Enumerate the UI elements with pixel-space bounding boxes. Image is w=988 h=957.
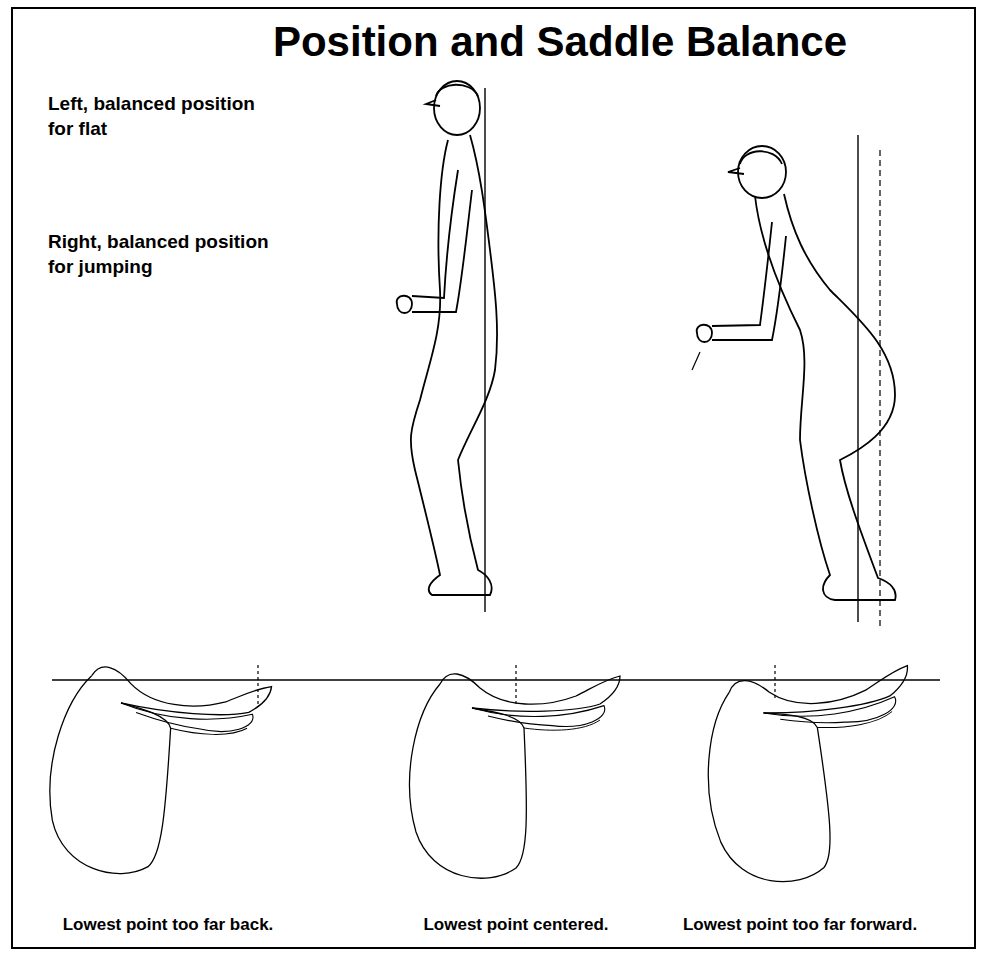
side-label: Right, balanced position for jumping bbox=[48, 230, 278, 279]
plumb-line bbox=[857, 135, 858, 622]
frame bbox=[12, 8, 975, 948]
side-label: Left, balanced position for flat bbox=[48, 92, 258, 141]
saddle bbox=[41, 662, 272, 887]
saddle bbox=[410, 674, 620, 878]
lowest-point-mark bbox=[258, 665, 775, 704]
plumb-line bbox=[879, 150, 880, 626]
flat-rider bbox=[397, 81, 497, 595]
caption-label: Lowest point too far back. bbox=[63, 915, 274, 935]
level-line bbox=[52, 679, 940, 680]
plumb-line bbox=[484, 88, 485, 612]
saddle bbox=[698, 663, 929, 888]
title: Position and Saddle Balance bbox=[273, 18, 847, 66]
jumping-rider bbox=[692, 146, 896, 600]
caption-label: Lowest point too far forward. bbox=[683, 915, 917, 935]
caption-label: Lowest point centered. bbox=[423, 915, 608, 935]
